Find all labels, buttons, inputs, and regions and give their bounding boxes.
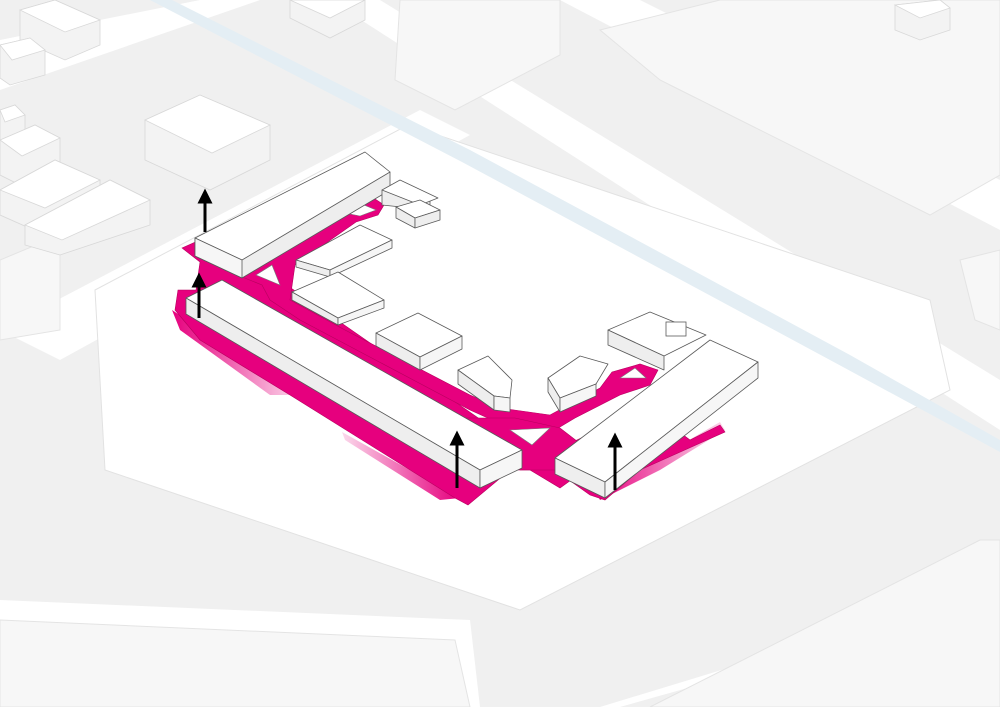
context-building-1 [18, 0, 102, 61]
building-north-bar [194, 151, 391, 279]
void-east [619, 367, 647, 379]
building-south-curve [457, 355, 513, 413]
block-northeast [598, 0, 1000, 216]
block-north [394, 0, 561, 111]
building-east-curve [547, 355, 609, 413]
building-west-bar [185, 279, 523, 489]
context-building-2 [0, 37, 46, 86]
context-building-4 [144, 94, 271, 191]
void-south [509, 427, 551, 446]
context-buildings [0, 0, 951, 256]
building-east-cluster [607, 311, 707, 371]
void-northwest [255, 264, 281, 286]
context-building-3 [289, 0, 366, 39]
block-southwest [0, 619, 471, 707]
block-southeast [649, 539, 1000, 707]
context-building-8 [24, 179, 151, 256]
building-north-annex [381, 179, 441, 229]
arrows-layer [191, 188, 623, 490]
building-inner-wing-1 [295, 224, 393, 278]
circulation-north-spine [229, 196, 659, 431]
roof-opening [665, 321, 687, 337]
context-building-9 [893, 0, 951, 41]
building-central [375, 312, 463, 371]
buildings [185, 151, 759, 499]
block-east [959, 249, 1000, 331]
building-inner-wing-2 [291, 271, 385, 326]
building-east-bar [554, 339, 759, 499]
circulation-voids [255, 204, 647, 446]
